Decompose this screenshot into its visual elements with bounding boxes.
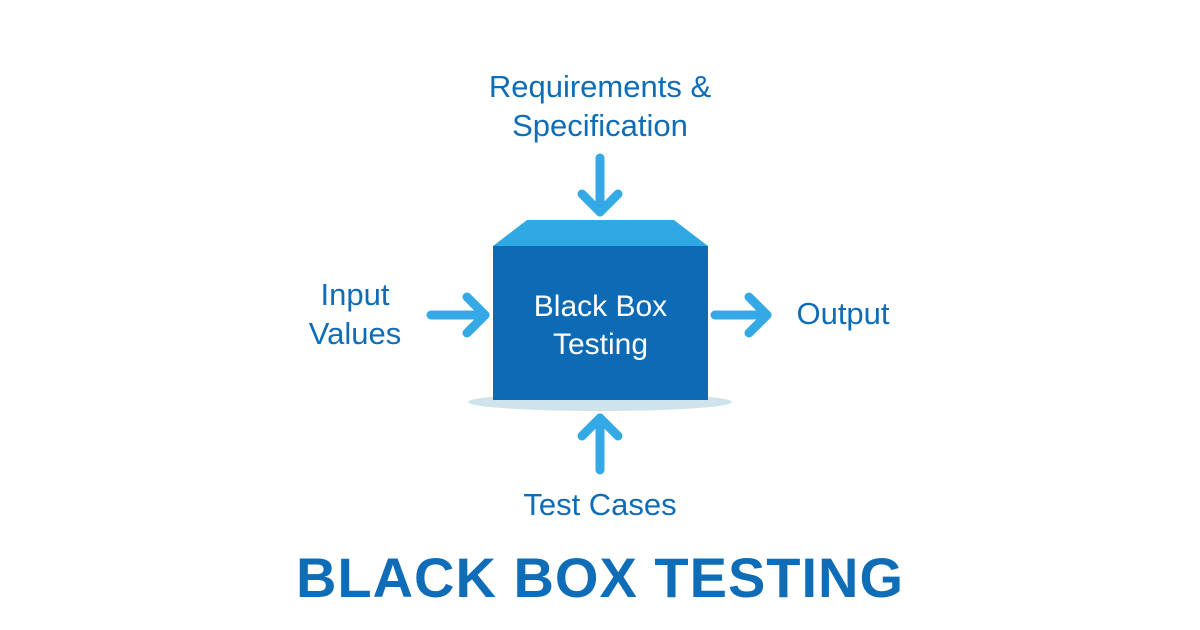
box-label: Black Box Testing <box>493 288 708 364</box>
input-values-label: Input Values <box>270 275 440 353</box>
arrow-right-icon <box>426 292 490 338</box>
arrow-up-icon <box>577 413 623 475</box>
input-values-label-line1: Input <box>320 277 390 312</box>
arrow-down-icon <box>577 153 623 217</box>
page-title: BLACK BOX TESTING <box>295 546 905 609</box>
requirements-label: Requirements & Specification <box>400 67 800 145</box>
box-top-face <box>493 220 708 246</box>
box-label-line1: Black Box <box>533 290 668 323</box>
arrow-right-icon <box>710 292 772 338</box>
box-front-face <box>493 246 708 400</box>
test-cases-label: Test Cases <box>523 487 677 522</box>
output-label: Output <box>796 296 890 331</box>
input-values-label-line2: Values <box>308 316 402 351</box>
box-label-line2: Testing <box>552 328 649 361</box>
requirements-label-line1: Requirements & <box>488 69 712 104</box>
requirements-label-line2: Specification <box>512 108 688 143</box>
